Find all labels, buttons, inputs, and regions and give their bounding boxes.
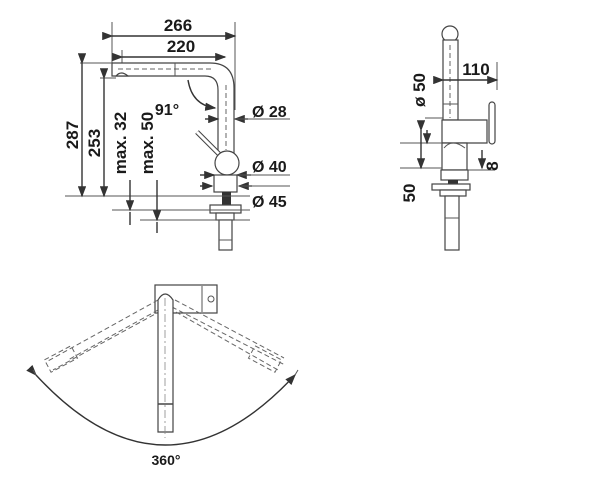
lever-ball <box>214 150 240 176</box>
dim-50-height: 50 <box>400 184 419 203</box>
dim-287: 287 <box>63 121 82 149</box>
dim-8: 8 <box>483 161 502 170</box>
dim-diameter-50: ø 50 <box>410 73 429 107</box>
side-view: 266 220 91° Ø 28 Ø 40 Ø 45 287 253 max. … <box>63 16 290 251</box>
spout-top <box>157 293 174 433</box>
rotation-arc <box>26 364 296 446</box>
dim-91-angle: 91° <box>155 102 179 119</box>
dim-max-50: max. 50 <box>138 112 157 174</box>
dim-220: 220 <box>167 37 195 56</box>
dim-diameter-40: Ø 40 <box>252 159 287 176</box>
angle-arc <box>187 79 217 111</box>
dim-diameter-28: Ø 28 <box>252 104 287 121</box>
top-view: 360° <box>26 284 299 468</box>
dim-max-32: max. 32 <box>111 112 130 174</box>
dim-266: 266 <box>164 16 192 35</box>
front-view: 110 ø 50 50 8 <box>400 25 502 251</box>
dim-110: 110 <box>462 60 489 79</box>
dim-360: 360° <box>152 452 181 468</box>
dim-253: 253 <box>85 129 104 157</box>
dim-diameter-45: Ø 45 <box>252 194 287 211</box>
front-lever <box>488 101 496 145</box>
